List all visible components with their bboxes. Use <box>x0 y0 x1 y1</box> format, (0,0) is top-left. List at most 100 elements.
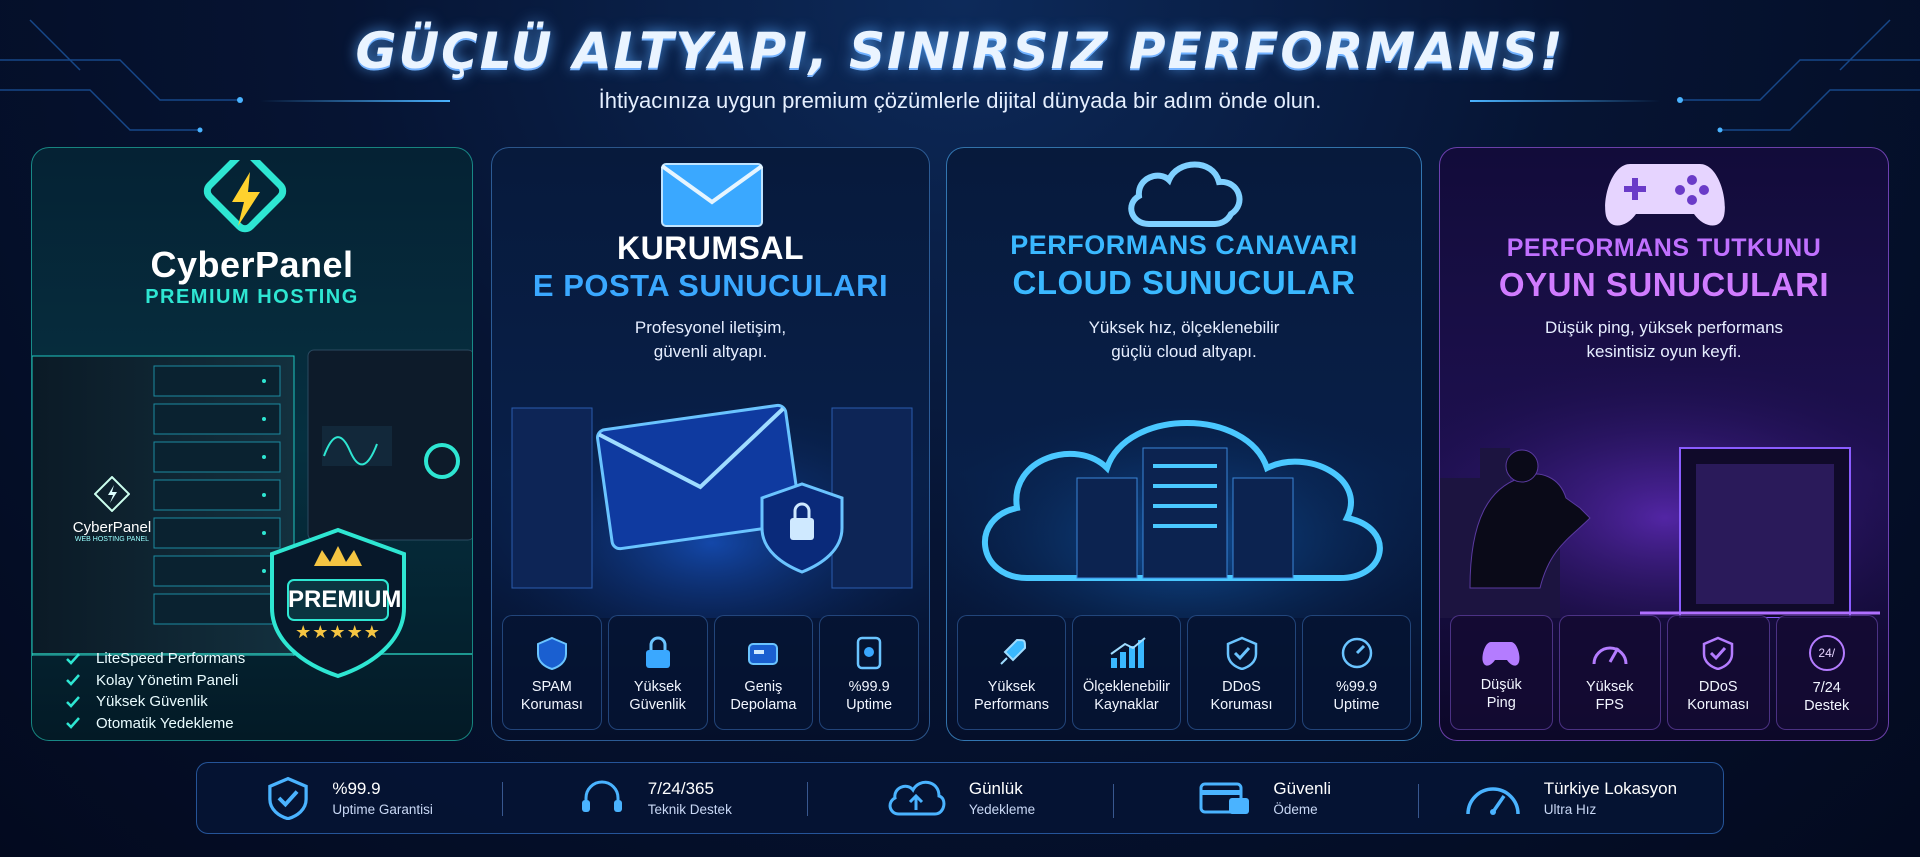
feature-label: Geniş <box>744 678 783 695</box>
title-divider-right <box>1470 100 1660 102</box>
envelope-icon <box>660 163 764 227</box>
feature-label: Yüksek <box>633 678 682 695</box>
shield-check-icon <box>1226 636 1257 670</box>
bar-subtitle: Teknik Destek <box>647 802 732 817</box>
checklist-label: Otomatik Yedekleme <box>96 714 234 732</box>
cloud-desc-line1: Yüksek hız, ölçeklenebilir <box>1088 318 1280 337</box>
card-icon <box>1199 782 1250 814</box>
list-item: Yüksek Güvenlik <box>66 691 245 713</box>
lightning-icon <box>203 160 287 233</box>
rocket-icon <box>999 638 1026 665</box>
cloud-title-line1: PERFORMANS CANAVARI <box>1010 230 1358 260</box>
support-24-icon: 24/ <box>1808 634 1845 671</box>
email-title-line2: E POSTA SUNUCULARI <box>532 268 889 303</box>
bar-title: Günlük <box>968 779 1023 798</box>
premium-badge-label: PREMIUM <box>288 586 402 613</box>
feature-sublabel: Güvenlik <box>629 696 686 713</box>
check-icon <box>66 674 80 687</box>
game-desc-line2: kesintisiz oyun keyfi. <box>1586 342 1742 361</box>
feature-sublabel: Koruması <box>520 696 583 713</box>
device-icon <box>856 636 882 669</box>
list-item: Otomatik Yedekleme <box>66 713 245 735</box>
feature-sublabel: Kaynaklar <box>1094 696 1159 713</box>
check-icon <box>66 695 80 708</box>
shield-check-icon <box>1703 636 1734 670</box>
feature-sublabel: Depolama <box>730 696 797 713</box>
premium-shield-badge <box>270 527 406 679</box>
email-servers-card[interactable]: KURUMSAL E POSTA SUNUCULARI Profesyonel … <box>491 147 930 741</box>
bar-title: Türkiye Lokasyon <box>1543 779 1678 798</box>
list-item: LiteSpeed Performans <box>66 648 245 670</box>
check-icon <box>66 652 80 665</box>
game-illustration <box>1440 368 1888 618</box>
cloud-servers-card[interactable]: PERFORMANS CANAVARI CLOUD SUNUCULAR Yüks… <box>946 147 1422 741</box>
gauge-icon <box>1341 637 1372 668</box>
cloud-icon <box>1128 161 1243 227</box>
feature-sublabel: Destek <box>1804 697 1850 714</box>
feature-label: Düşük <box>1480 676 1522 693</box>
headset-icon <box>581 780 622 812</box>
feature-label: 7/24 <box>1812 679 1841 696</box>
feature-sublabel: Koruması <box>1687 696 1750 713</box>
cyberpanel-brand: CyberPanel <box>150 244 354 285</box>
bar-title: 7/24/365 <box>647 779 714 798</box>
title-divider-left <box>260 100 450 102</box>
bar-subtitle: Uptime Garantisi <box>332 802 433 817</box>
checklist-label: LiteSpeed Performans <box>96 650 246 668</box>
cloud-title-line2: CLOUD SUNUCULAR <box>1012 264 1356 301</box>
feature-sublabel: FPS <box>1595 696 1624 713</box>
cyberpanel-tagline: PREMIUM HOSTING <box>145 286 359 308</box>
page-subtitle: İhtiyacınıza uygun premium çözümlerle di… <box>598 88 1322 113</box>
game-servers-card[interactable]: PERFORMANS TUTKUNU OYUN SUNUCULARI Düşük… <box>1439 147 1889 741</box>
feature-label: %99.9 <box>848 678 890 695</box>
feature-label: %99.9 <box>1335 678 1378 695</box>
cloud-illustration <box>947 368 1421 618</box>
feature-sublabel: Ping <box>1486 694 1516 711</box>
check-icon <box>66 717 80 730</box>
gamepad-icon <box>1482 641 1520 666</box>
cloud-upload-icon <box>888 780 946 816</box>
bar-subtitle: Ultra Hız <box>1543 802 1597 817</box>
page-title: GÜÇLÜ ALTYAPI, SINIRSIZ PERFORMANS! <box>355 22 1565 80</box>
feature-sublabel: Koruması <box>1210 696 1273 713</box>
feature-label: DDoS <box>1698 678 1738 695</box>
bar-subtitle: Ödeme <box>1273 802 1318 817</box>
feature-checklist: LiteSpeed Performans Kolay Yönetim Panel… <box>66 648 245 734</box>
shield-icon <box>536 636 567 670</box>
bar-subtitle: Yedekleme <box>968 802 1036 817</box>
bar-chart-icon <box>1109 636 1146 668</box>
gamepad-icon <box>1605 164 1725 226</box>
server-rack-illustration <box>32 349 472 656</box>
email-desc-line1: Profesyonel iletişim, <box>634 318 787 337</box>
feature-sublabel: Performans <box>974 696 1049 713</box>
cyberpanel-hosting-card[interactable]: CyberPanel PREMIUM HOSTING CyberPanel WE… <box>31 147 473 741</box>
bar-title: Güvenli <box>1273 779 1332 798</box>
lock-icon <box>645 636 670 668</box>
game-desc-line1: Düşük ping, yüksek performans <box>1544 318 1784 337</box>
email-desc-line2: güvenli altyapı. <box>653 342 768 361</box>
feature-sublabel: Uptime <box>846 696 893 713</box>
checklist-label: Yüksek Güvenlik <box>96 693 208 711</box>
speedometer-icon <box>1466 787 1520 815</box>
feature-sublabel: Uptime <box>1333 696 1380 713</box>
game-title-line2: OYUN SUNUCULARI <box>1498 266 1830 303</box>
bar-title: %99.9 <box>332 779 381 798</box>
email-illustration <box>492 368 929 618</box>
gauge-icon <box>1592 646 1628 664</box>
